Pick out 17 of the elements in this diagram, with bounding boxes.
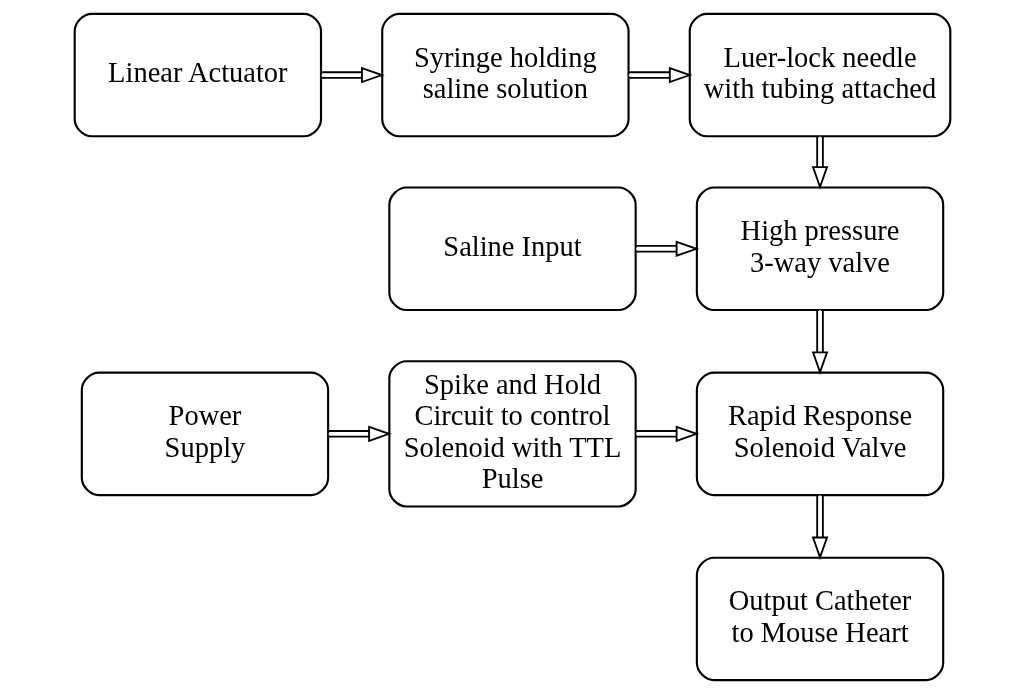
node-box: Syringe holding saline solution [380, 12, 630, 138]
arrow [811, 135, 828, 190]
node-box: Saline Input [387, 186, 637, 312]
arrow [327, 425, 392, 443]
arrow [627, 66, 693, 84]
node-box: Output Catheter to Mouse Heart [695, 556, 944, 682]
arrow [811, 309, 828, 376]
node-box: Spike and Hold Circuit to control Solenoid with TTL Pulse [387, 360, 637, 508]
node-box: Linear Actuator [73, 12, 322, 138]
node-box: Rapid Response Solenoid Valve [695, 371, 944, 497]
arrow [634, 240, 699, 258]
arrow [634, 425, 699, 443]
arrow [320, 66, 385, 84]
arrow [811, 494, 828, 561]
node-box: Power Supply [80, 371, 329, 497]
node-box: Luer-lock needle with tubing attached [688, 12, 951, 138]
node-box: High pressure 3-way valve [695, 186, 944, 312]
